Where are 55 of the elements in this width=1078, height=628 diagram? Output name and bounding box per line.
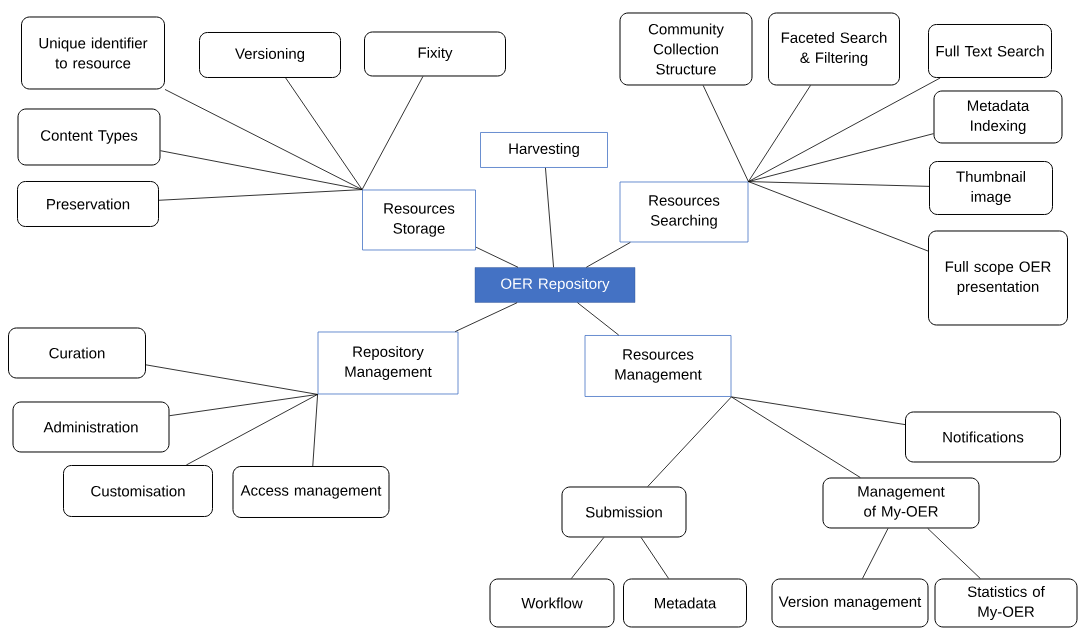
leaf-box: Administration	[12, 401, 170, 453]
connector-line	[454, 302, 518, 332]
connector-line	[545, 167, 554, 268]
leaf-box: Curation	[8, 327, 146, 379]
leaf-box: Faceted Search & Filtering	[768, 12, 900, 86]
topic-box: Repository Management	[317, 331, 459, 395]
leaf-box: Unique identifier to resource	[21, 16, 165, 90]
leaf-box: Metadata Indexing	[933, 90, 1063, 144]
leaf-box: Submission	[561, 486, 687, 538]
connector-line	[158, 189, 363, 201]
connector-line	[702, 85, 749, 182]
connector-line	[169, 394, 318, 417]
connector-line	[475, 246, 519, 268]
connector-line	[862, 528, 889, 579]
central-box: OER Repository	[474, 267, 636, 303]
connector-line	[731, 396, 861, 478]
connector-line	[312, 394, 318, 467]
leaf-box: Access management	[232, 466, 390, 518]
connector-line	[748, 85, 811, 182]
leaf-box: Thumbnail image	[929, 161, 1053, 215]
connector-line	[748, 133, 934, 182]
topic-box: Resources Storage	[362, 189, 476, 251]
topic-box: Resources Management	[584, 335, 732, 397]
connector-line	[647, 396, 732, 487]
topic-box: Harvesting	[480, 132, 608, 168]
leaf-box: Customisation	[63, 465, 213, 517]
connector-line	[748, 181, 929, 252]
connector-line	[748, 77, 941, 182]
leaf-box: Management of My-OER	[822, 477, 980, 529]
connector-line	[185, 394, 318, 466]
leaf-box: Community Collection Structure	[619, 12, 753, 86]
leaf-box: Fixity	[364, 31, 506, 77]
topic-box: Resources Searching	[619, 181, 749, 243]
leaf-box: Workflow	[489, 578, 615, 628]
connector-line	[927, 528, 981, 579]
leaf-box: Full scope OER presentation	[928, 230, 1068, 326]
leaf-box: Versioning	[199, 32, 341, 78]
connector-line	[640, 537, 669, 579]
leaf-box: Statistics of My-OER	[934, 578, 1078, 628]
connector-line	[577, 302, 620, 336]
leaf-box: Version management	[771, 578, 929, 628]
leaf-box: Preservation	[17, 181, 159, 227]
leaf-box: Full Text Search	[928, 24, 1052, 78]
leaf-box: Content Types	[17, 108, 161, 166]
connector-line	[285, 77, 363, 190]
connector-line	[145, 364, 318, 395]
connector-line	[164, 89, 363, 190]
connector-line	[160, 150, 363, 190]
connector-line	[748, 181, 930, 187]
leaf-box: Notifications	[905, 411, 1061, 463]
connector-line	[571, 537, 605, 579]
connector-line	[585, 242, 631, 268]
connector-line	[731, 396, 906, 425]
connector-line	[361, 76, 424, 190]
leaf-box: Metadata	[623, 578, 747, 628]
